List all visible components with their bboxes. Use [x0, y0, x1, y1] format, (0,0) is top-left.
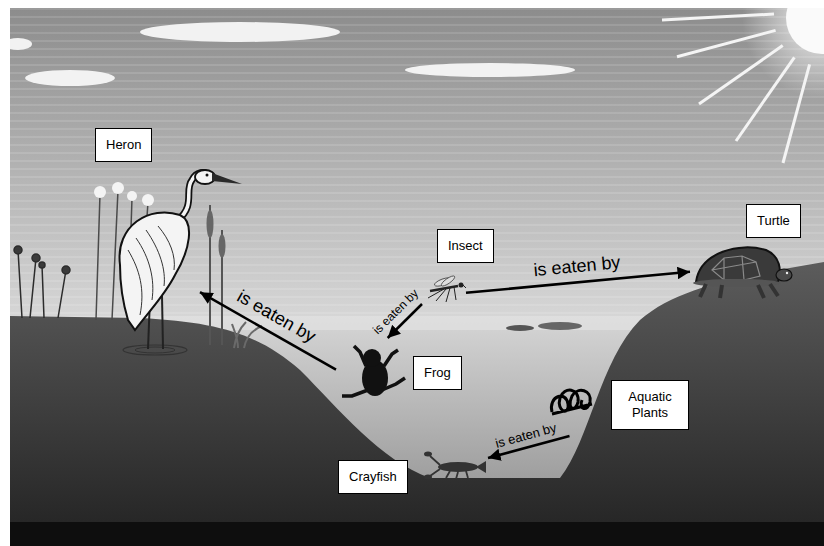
- edge-label: is eaten by: [233, 287, 318, 347]
- node-label: Aquatic Plants: [611, 380, 689, 430]
- sun-part: [699, 46, 783, 105]
- lily-pads-part: [538, 322, 582, 330]
- crayfish-part: [430, 456, 468, 479]
- clouds: [10, 22, 575, 86]
- animal-node: Heron: [118, 168, 200, 348]
- clouds-part: [25, 70, 115, 86]
- flowers-part: [94, 186, 106, 198]
- crayfish-part: [424, 475, 432, 480]
- sky-stripes: [10, 8, 824, 333]
- insect: [428, 274, 466, 302]
- node-label: Insect: [437, 229, 494, 263]
- frog: [342, 346, 405, 396]
- edge-label: is eaten by: [494, 421, 558, 451]
- heron-part: [206, 174, 209, 177]
- crayfish: [424, 452, 486, 480]
- crayfish-part: [424, 452, 432, 457]
- crayfish-part: [438, 462, 478, 472]
- turtle-part: [696, 247, 780, 282]
- insect-part: [428, 287, 456, 302]
- sky: [10, 8, 824, 333]
- turtle-part: [712, 256, 760, 280]
- cattails-part: [207, 210, 214, 238]
- node-label: Frog: [413, 356, 462, 390]
- weeds-part: [32, 254, 40, 262]
- flowers-part: [142, 194, 154, 206]
- aquatic-plants-part: [551, 390, 592, 414]
- cattails: [207, 205, 263, 348]
- heron-part: [123, 345, 187, 355]
- frog-part: [342, 346, 405, 396]
- edge-label: is eaten by: [371, 287, 422, 337]
- clouds-part: [10, 38, 32, 50]
- turtle: [693, 247, 792, 298]
- sun-part: [677, 30, 776, 56]
- lily-pads: [506, 322, 582, 331]
- animal-node: Frog: [336, 338, 412, 404]
- flowers-part: [112, 182, 124, 194]
- ground-band: [10, 522, 824, 546]
- turtle-part: [776, 269, 792, 281]
- node-label: Heron: [95, 128, 152, 162]
- sun-part: [786, 8, 824, 54]
- animal-node: Turtle: [690, 244, 794, 302]
- clouds-part: [405, 63, 575, 77]
- aquatic-plants: [551, 390, 592, 414]
- sun: [662, 8, 824, 163]
- animal-node: Insect: [422, 276, 466, 304]
- edge-label: is eaten by: [532, 253, 621, 281]
- node-label: Crayfish: [338, 460, 408, 494]
- weeds: [14, 246, 70, 318]
- sun-part: [783, 64, 810, 163]
- sun-part: [736, 57, 794, 141]
- heron-part: [162, 296, 163, 349]
- sun-part: [662, 14, 774, 20]
- weeds-part: [18, 250, 66, 318]
- animal-node: Crayfish: [424, 444, 488, 480]
- heron-part: [135, 347, 175, 353]
- weeds-part: [14, 246, 22, 254]
- insect-part: [463, 285, 466, 288]
- node-label: Turtle: [746, 204, 801, 238]
- turtle-part: [786, 272, 788, 274]
- clouds-part: [140, 22, 340, 42]
- heron: [120, 170, 242, 355]
- crayfish-part: [476, 461, 486, 473]
- insect-part: [459, 283, 464, 288]
- background: [10, 8, 824, 546]
- turtle-part: [700, 284, 778, 298]
- connectors: [200, 272, 690, 458]
- insect-part: [440, 274, 456, 287]
- heron-part: [128, 226, 174, 315]
- heron-part: [120, 212, 190, 330]
- cattails-part: [219, 234, 226, 258]
- sun-part: [742, 8, 824, 98]
- heron-part: [212, 173, 242, 184]
- flowers-part: [127, 191, 137, 201]
- weeds-part: [39, 262, 45, 268]
- weeds-part: [62, 266, 70, 274]
- lily-pads-part: [506, 325, 534, 331]
